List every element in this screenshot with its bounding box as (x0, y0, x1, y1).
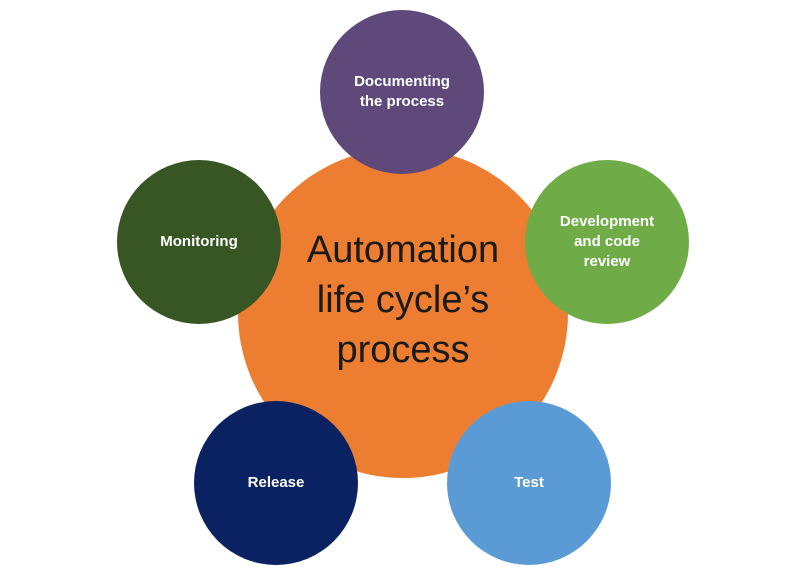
node-monitoring: Monitoring (117, 160, 281, 324)
node-label-documenting: Documenting the process (354, 73, 450, 110)
node-test: Test (447, 401, 611, 565)
node-development-and-code-review: Development and code review (525, 160, 689, 324)
node-label-release: Release (247, 474, 305, 491)
center-title: Automation life cycle’s process (306, 229, 500, 371)
node-release: Release (194, 401, 358, 565)
node-label-monitoring: Monitoring (160, 233, 238, 250)
node-label-test: Test (514, 474, 544, 491)
node-label-development: Development and code review (559, 213, 655, 270)
node-documenting-the-process: Documenting the process (320, 10, 484, 174)
